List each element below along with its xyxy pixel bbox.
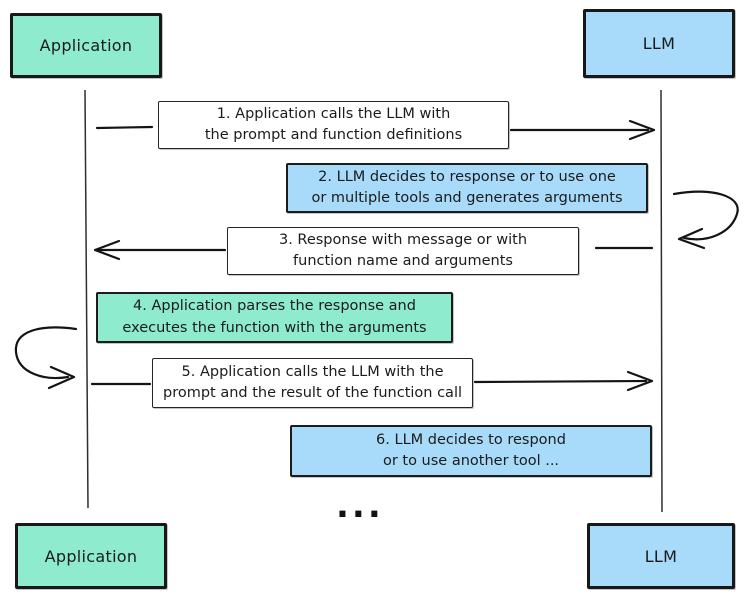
- continuation-ellipsis: ...: [336, 486, 384, 526]
- arrowhead-left-icon: [677, 227, 706, 250]
- lifeline-application: [84, 89, 89, 509]
- message-box-3: 3. Response with message or with functio…: [227, 227, 579, 275]
- actor-label: Application: [44, 546, 138, 566]
- message-box-5: 5. Application calls the LLM with the pr…: [152, 358, 473, 408]
- message-box-4: 4. Application parses the response and e…: [96, 292, 453, 343]
- message-text: 5. Application calls the LLM with the pr…: [162, 363, 462, 401]
- actor-label: LLM: [642, 34, 676, 53]
- message-text: 2. LLM decides to response or to use one…: [311, 168, 623, 206]
- message-text: 1. Application calls the LLM with the pr…: [204, 105, 463, 143]
- message-text: 4. Application parses the response and e…: [122, 298, 427, 336]
- actor-label: LLM: [644, 546, 678, 566]
- arrowhead-right-icon: [626, 370, 654, 392]
- actor-label: Application: [39, 36, 133, 55]
- message-box-6: 6. LLM decides to respond or to use anot…: [290, 425, 652, 477]
- actor-box-application-bottom: Application: [15, 523, 167, 589]
- application-self-loop-arrow: [14, 326, 78, 390]
- message-text: 3. Response with message or with functio…: [278, 231, 528, 269]
- message-box-1: 1. Application calls the LLM with the pr…: [158, 101, 509, 149]
- lifeline-llm: [660, 89, 663, 513]
- arrowhead-right-icon: [628, 119, 656, 141]
- actor-box-application-top: Application: [10, 13, 162, 78]
- arrowhead-left-icon: [93, 239, 121, 261]
- message-box-2: 2. LLM decides to response or to use one…: [286, 163, 648, 213]
- actor-box-llm-bottom: LLM: [587, 523, 735, 589]
- llm-self-loop-arrow: [672, 190, 739, 250]
- arrowhead-right-icon: [47, 365, 76, 390]
- actor-box-llm-top: LLM: [583, 9, 735, 78]
- message-text: 6. LLM decides to respond or to use anot…: [376, 431, 566, 469]
